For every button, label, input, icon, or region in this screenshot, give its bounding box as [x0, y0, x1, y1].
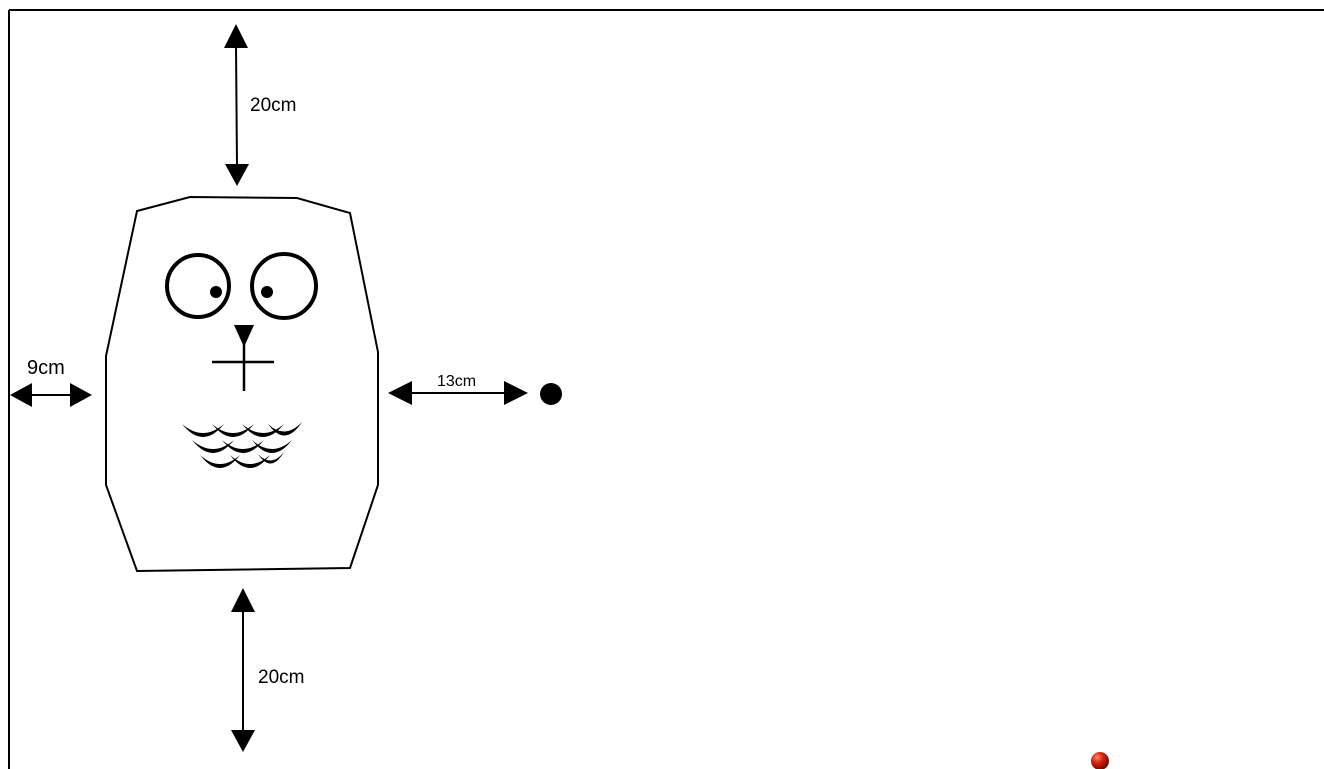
right-distance-arrow [388, 381, 528, 405]
owl-right-eye [250, 252, 318, 320]
bottom-distance-arrow [231, 588, 255, 752]
owl-feather-pattern [182, 422, 302, 468]
owl-cross-mark [212, 340, 274, 391]
left-distance-arrow [10, 383, 92, 407]
owl-left-pupil [210, 286, 222, 298]
owl-beak [234, 325, 254, 347]
left-distance-label: 9cm [27, 357, 65, 379]
right-distance-label: 13cm [437, 373, 476, 390]
top-distance-arrow [224, 24, 249, 186]
owl-right-pupil [261, 286, 273, 298]
red-dot-icon [1091, 752, 1109, 769]
bottom-distance-label: 20cm [258, 667, 304, 688]
owl-body-outline [105, 195, 379, 573]
owl-left-eye [165, 253, 231, 319]
marker-dot [540, 383, 562, 405]
top-distance-label: 20cm [250, 95, 296, 116]
